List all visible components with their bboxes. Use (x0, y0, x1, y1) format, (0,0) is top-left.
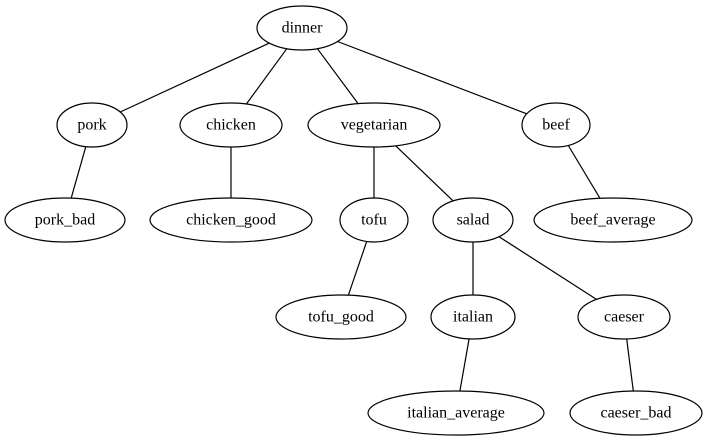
node-ellipse (430, 294, 516, 340)
edge-dinner-chicken (245, 48, 288, 105)
edge-dinner-pork (119, 42, 270, 113)
node-ellipse (521, 102, 591, 148)
edge-layer (70, 40, 634, 392)
node-label: pork_bad (35, 212, 95, 229)
edge-caeser-caeser_bad (626, 338, 634, 392)
node-label: tofu_good (308, 309, 374, 326)
node-beef: beef (521, 102, 591, 148)
edge-beef-beef_average (567, 145, 601, 199)
node-italian: italian (430, 294, 516, 340)
node-label: pork (77, 117, 106, 134)
node-tofu_good: tofu_good (275, 294, 407, 340)
node-vegetarian: vegetarian (307, 102, 441, 148)
node-label: tofu (361, 212, 387, 229)
node-tofu: tofu (339, 197, 409, 243)
edge-italian-italian_average (459, 338, 470, 392)
node-ellipse (367, 390, 545, 436)
node-dinner: dinner (256, 5, 348, 51)
node-label: beef (542, 117, 570, 134)
node-ellipse (4, 197, 126, 243)
edge-dinner-beef (337, 40, 527, 115)
node-beef_average: beef_average (533, 197, 693, 243)
node-salad: salad (432, 197, 514, 243)
node-ellipse (149, 197, 313, 243)
node-label: chicken_good (186, 212, 276, 229)
edge-dinner-vegetarian (316, 48, 359, 104)
node-italian_average: italian_average (367, 390, 545, 436)
node-ellipse (179, 102, 283, 148)
node-ellipse (533, 197, 693, 243)
node-ellipse (275, 294, 407, 340)
node-label: caeser_bad (600, 405, 671, 422)
edge-vegetarian-salad (395, 145, 454, 202)
node-label: caeser (604, 309, 645, 326)
node-chicken: chicken (179, 102, 283, 148)
node-ellipse (432, 197, 514, 243)
node-ellipse (307, 102, 441, 148)
node-label: italian_average (407, 405, 505, 422)
node-ellipse (56, 102, 128, 148)
node-caeser: caeser (577, 294, 671, 340)
node-caeser_bad: caeser_bad (569, 390, 703, 436)
node-label: beef_average (570, 212, 655, 229)
node-pork: pork (56, 102, 128, 148)
node-label: dinner (282, 20, 324, 37)
node-label: vegetarian (341, 117, 408, 134)
edge-tofu-tofu_good (347, 241, 368, 296)
node-ellipse (577, 294, 671, 340)
node-label: salad (457, 212, 490, 229)
node-pork_bad: pork_bad (4, 197, 126, 243)
node-ellipse (339, 197, 409, 243)
node-ellipse (569, 390, 703, 436)
node-chicken_good: chicken_good (149, 197, 313, 243)
edge-salad-caeser (498, 236, 597, 300)
node-label: chicken (206, 117, 256, 134)
node-ellipse (256, 5, 348, 51)
edge-pork-pork_bad (70, 146, 87, 199)
node-label: italian (453, 309, 493, 326)
